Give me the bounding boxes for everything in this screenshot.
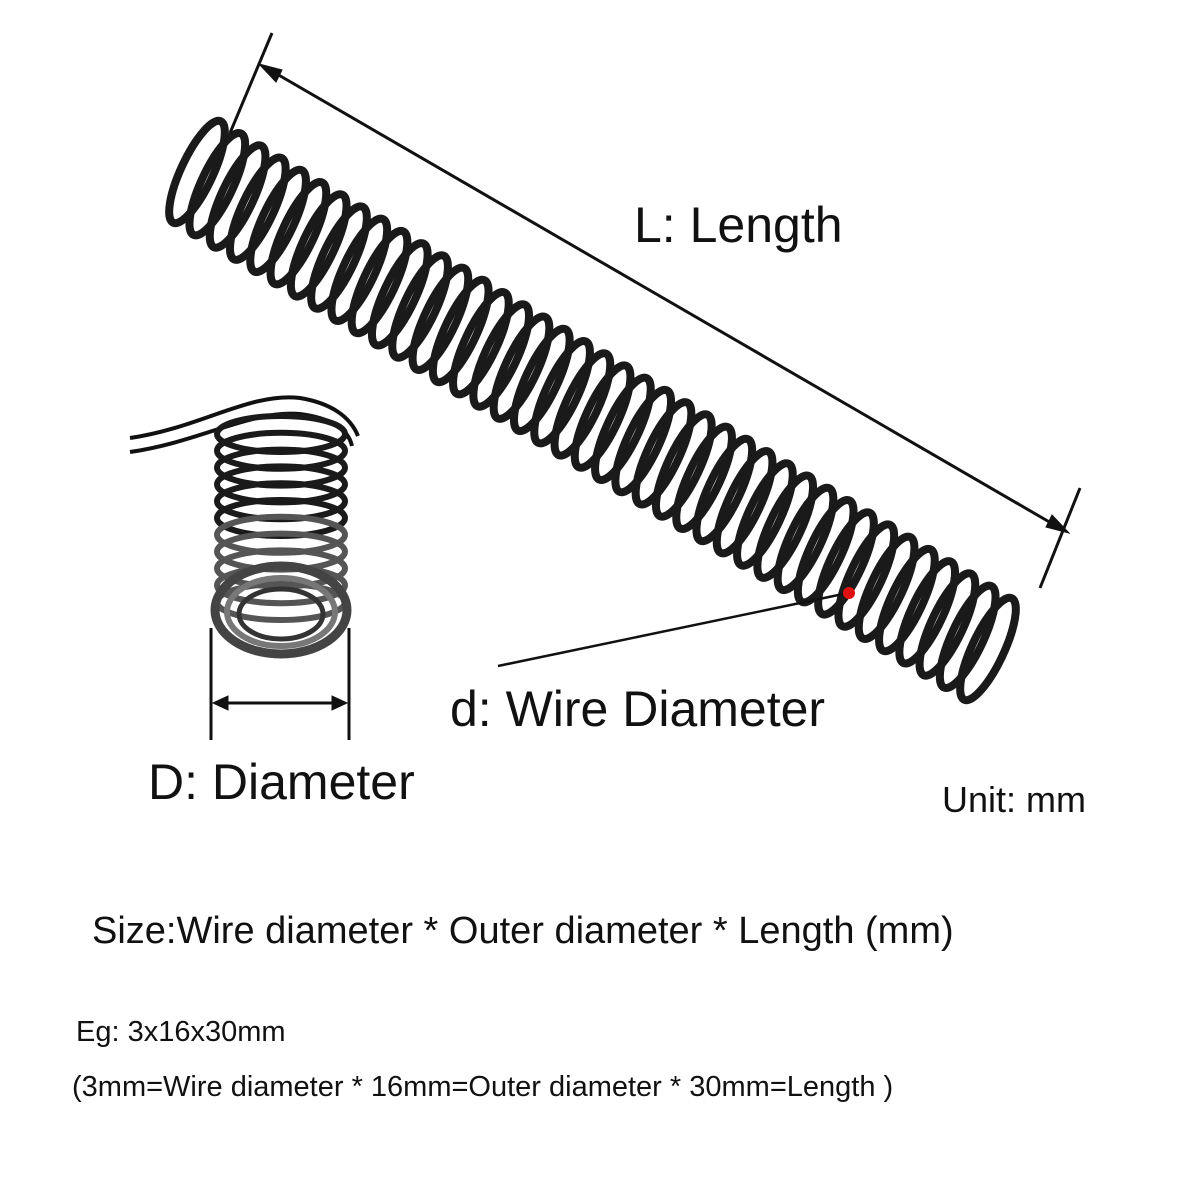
spring-coil [327, 214, 392, 325]
spring-coil [428, 275, 493, 387]
spring-coil [550, 349, 615, 460]
spring-coil [611, 385, 676, 497]
spring-coil [165, 116, 229, 228]
size-note: Size:Wire diameter * Outer diameter * Le… [92, 910, 954, 952]
spring-coil [570, 361, 635, 472]
spring-coil [672, 422, 736, 533]
example-code: Eg: 3x16x30mm [76, 1016, 286, 1048]
unit-label: Unit: mm [942, 779, 1086, 820]
length-arrow-left [257, 63, 283, 83]
compression-spring-icon [165, 116, 1020, 705]
spring-coil [347, 226, 412, 338]
spring-end-ring [224, 575, 338, 649]
diameter-arrow-right [331, 695, 349, 711]
spring-coil [591, 373, 655, 484]
spring-coil [854, 532, 919, 643]
spring-end-ring [210, 561, 352, 659]
spring-coil [915, 569, 980, 680]
diameter-arrow-left [211, 695, 229, 711]
wire-diameter-leader [497, 591, 849, 668]
spring-end-view-icon [129, 395, 360, 659]
spring-coil [307, 202, 371, 313]
length-arrow-right [1045, 514, 1071, 534]
diameter-label: D: Diameter [148, 754, 415, 810]
spring-coil [449, 288, 513, 399]
diameter-dimension [209, 628, 351, 740]
wire-diameter-label: d: Wire Diameter [450, 681, 826, 737]
spring-coil [266, 178, 331, 289]
spring-end-ring [236, 586, 326, 642]
length-line [269, 68, 1059, 529]
spring-coil [875, 544, 939, 656]
length-extension-right [1038, 487, 1082, 589]
spring-coil [753, 471, 818, 582]
spring-coil [631, 398, 696, 509]
spring-coil [509, 324, 574, 436]
spring-coil [834, 520, 899, 631]
spring-coil [956, 593, 1020, 705]
spring-coil [692, 434, 757, 546]
length-label: L: Length [634, 197, 843, 253]
spring-coil [388, 251, 452, 362]
length-dimension [228, 32, 1082, 589]
spring-coil [408, 263, 473, 374]
spring-coil [814, 508, 878, 619]
spring-coil [246, 165, 310, 277]
spring-coil [773, 483, 838, 595]
example-explanation: (3mm=Wire diameter * 16mm=Outer diameter… [72, 1071, 894, 1103]
spring-coil [205, 141, 270, 252]
spring-coil [895, 557, 960, 668]
spring-coil [651, 410, 716, 521]
length-extension-left [228, 32, 274, 134]
spring-coil [733, 459, 797, 570]
spring-coil [286, 190, 351, 301]
spring-coil [489, 312, 554, 423]
spring-coil [185, 129, 250, 240]
spring-coil [712, 447, 777, 558]
wire-diameter-marker [843, 587, 855, 599]
spring-coil [225, 153, 290, 264]
spring-coil [469, 300, 534, 411]
spring-coil [530, 337, 594, 448]
spring-coil [935, 581, 1000, 692]
spring-coil [367, 239, 432, 350]
